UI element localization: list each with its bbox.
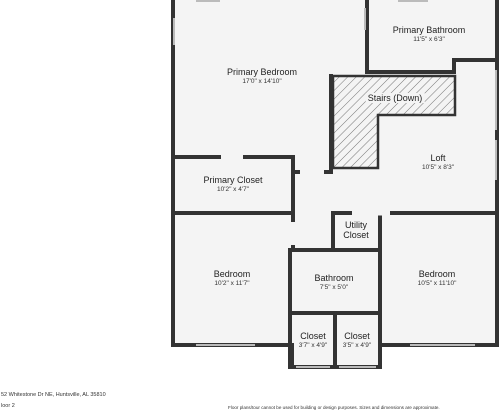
room-name: Primary Bathroom [392, 25, 466, 35]
room-name: Stairs (Down) [367, 93, 423, 103]
room-name: Utility Closet [343, 220, 369, 241]
room-name: Loft [430, 153, 446, 163]
room-name: Bathroom [314, 273, 354, 283]
room-dimensions: 17'0" x 14'10" [242, 78, 282, 86]
closet-right-label: Closet 3'5" x 4'9" [343, 331, 371, 350]
room-name: Bedroom [213, 269, 251, 279]
utility-closet-label: Utility Closet [343, 220, 369, 241]
primary-bedroom-label: Primary Bedroom 17'0" x 14'10" [227, 67, 297, 86]
room-dimensions: 3'5" x 4'9" [342, 342, 372, 350]
bedroom-left-label: Bedroom 10'2" x 11'7" [214, 269, 251, 288]
room-name: Closet [344, 331, 370, 341]
room-dimensions: 10'2" x 11'7" [214, 280, 250, 288]
room-name: Primary Closet [203, 175, 263, 185]
primary-bathroom-label: Primary Bathroom 11'5" x 6'3" [393, 25, 466, 44]
room-dimensions: 3'7" x 4'9" [298, 342, 328, 350]
floor-label: loor 2 [1, 403, 15, 409]
door-openings [221, 154, 390, 245]
bedroom-right-label: Bedroom 10'5" x 11'10" [418, 269, 457, 288]
room-dimensions: 11'5" x 6'3" [413, 36, 445, 44]
room-dimensions: 10'5" x 11'10" [417, 280, 457, 288]
room-dimensions: 10'2" x 4'7" [216, 186, 250, 194]
bathroom-label: Bathroom 7'5" x 5'0" [314, 273, 353, 292]
room-dimensions: 7'5" x 5'0" [319, 284, 349, 292]
address-text: 52 Whitestone Dr NE, Huntsville, AL 3581… [1, 392, 106, 398]
windows [173, 0, 497, 368]
primary-closet-label: Primary Closet 10'2" x 4'7" [203, 175, 262, 194]
loft-label: Loft 10'5" x 8'3" [422, 153, 454, 172]
disclaimer-text: Floor plans/tour cannot be used for buil… [228, 405, 440, 410]
stairs-label: Stairs (Down) [365, 93, 425, 104]
closet-left-label: Closet 3'7" x 4'9" [299, 331, 327, 350]
room-name: Closet [300, 331, 326, 341]
room-dimensions: 10'5" x 8'3" [421, 164, 455, 172]
room-name: Bedroom [418, 269, 456, 279]
room-name: Primary Bedroom [226, 67, 298, 77]
